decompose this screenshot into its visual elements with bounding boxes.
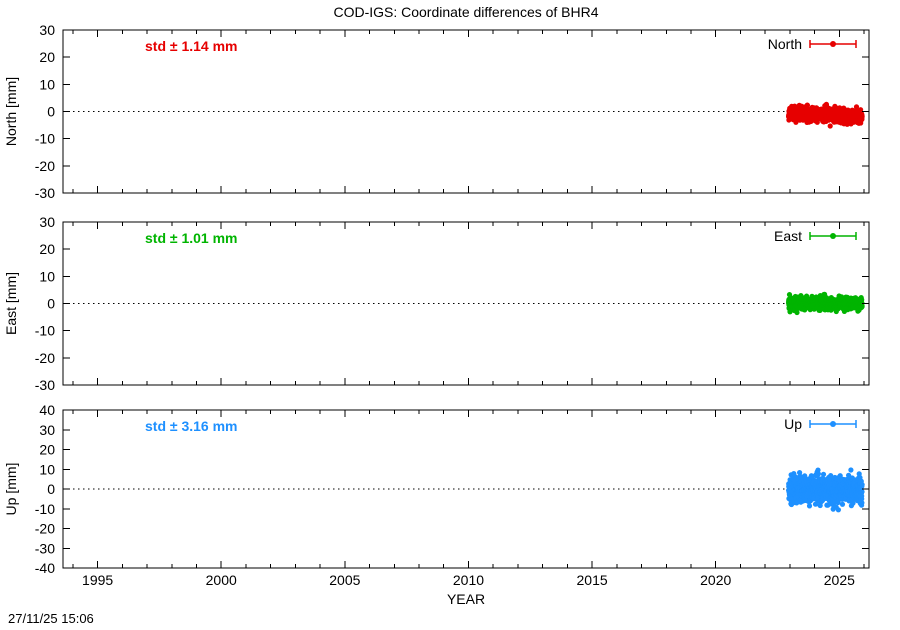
y-axis-label: Up [mm] — [3, 463, 19, 516]
y-tick-label: -30 — [35, 377, 55, 393]
north-legend: North — [768, 36, 857, 52]
x-tick-label: 2015 — [577, 572, 608, 588]
up-panel: -40 -30 -20 -10 0 10 20 30 40 1995 2000 2005 2010 201… — [3, 402, 870, 588]
x-tick-label: 2025 — [824, 572, 855, 588]
x-tick-label: 1995 — [82, 572, 113, 588]
std-label: std ± 1.14 mm — [145, 38, 238, 54]
y-tick-label: 10 — [39, 268, 55, 284]
std-label: std ± 1.01 mm — [145, 230, 238, 246]
data-point — [859, 493, 865, 499]
x-tick-label: 2005 — [329, 572, 360, 588]
y-tick-label: 0 — [47, 481, 55, 497]
legend-label: Up — [784, 416, 802, 432]
data-point — [859, 489, 865, 495]
data-point — [820, 471, 827, 477]
y-tick-label: -20 — [35, 350, 55, 366]
data-point — [828, 473, 834, 479]
plot-frame — [62, 29, 870, 194]
chart-title: COD-IGS: Coordinate differences of BHR4 — [333, 4, 599, 20]
axis-ticks — [63, 221, 869, 386]
data-point — [817, 502, 823, 509]
legend-label: North — [768, 36, 802, 52]
data-point — [859, 482, 865, 488]
y-tick-label: -30 — [35, 185, 55, 201]
y-axis-label: North [mm] — [3, 77, 19, 146]
y-tick-label: -20 — [35, 158, 55, 174]
y-axis-label: East [mm] — [3, 272, 19, 335]
data-point — [804, 293, 810, 299]
x-tick-label: 2020 — [700, 572, 731, 588]
y-tick-label: -20 — [35, 521, 55, 537]
data-point — [848, 467, 854, 473]
east-data-points — [786, 291, 865, 316]
data-point — [815, 471, 822, 477]
data-point — [825, 502, 831, 508]
y-tick-label: 0 — [47, 296, 55, 312]
y-tick-label: 20 — [39, 442, 55, 458]
y-tick-label: 20 — [39, 49, 55, 65]
x-axis-title: YEAR — [446, 591, 486, 607]
data-point — [839, 501, 846, 507]
plot-timestamp: 27/11/25 15:06 — [8, 611, 94, 626]
data-point — [835, 507, 842, 513]
data-point — [850, 500, 856, 506]
x-tick-label: 2010 — [453, 572, 484, 588]
data-point — [853, 104, 860, 110]
legend-sample-point — [830, 41, 836, 47]
data-point — [859, 500, 865, 506]
data-point — [859, 303, 865, 309]
y-tick-label: 30 — [39, 422, 55, 438]
y-tick-label: 30 — [39, 22, 55, 38]
y-tick-label: 10 — [39, 76, 55, 92]
legend-sample-point — [830, 233, 836, 239]
data-point — [806, 503, 813, 509]
y-tick-label: 30 — [39, 214, 55, 230]
east-legend: East — [774, 228, 857, 244]
legend-sample-point — [830, 421, 836, 427]
up-legend: Up — [784, 416, 857, 432]
data-point — [794, 309, 800, 316]
y-tick-label: 10 — [39, 461, 55, 477]
std-label: std ± 3.16 mm — [145, 418, 238, 434]
y-tick-label: 20 — [39, 241, 55, 257]
y-tick-label: 0 — [47, 104, 55, 120]
up-data-points — [786, 467, 865, 513]
data-point — [827, 123, 833, 129]
north-data-points — [786, 101, 865, 129]
y-tick-label: -10 — [35, 323, 55, 339]
y-tick-label: -10 — [35, 501, 55, 517]
y-tick-label: -10 — [35, 131, 55, 147]
y-tick-label: -40 — [35, 560, 55, 576]
x-tick-label: 2000 — [206, 572, 237, 588]
plot-frame — [62, 409, 870, 569]
data-point — [815, 467, 821, 473]
y-tick-label: 40 — [39, 402, 55, 418]
y-tick-label: -30 — [35, 540, 55, 556]
data-point — [804, 102, 811, 108]
data-point — [859, 113, 865, 119]
plot-frame — [62, 221, 870, 386]
legend-label: East — [774, 228, 802, 244]
